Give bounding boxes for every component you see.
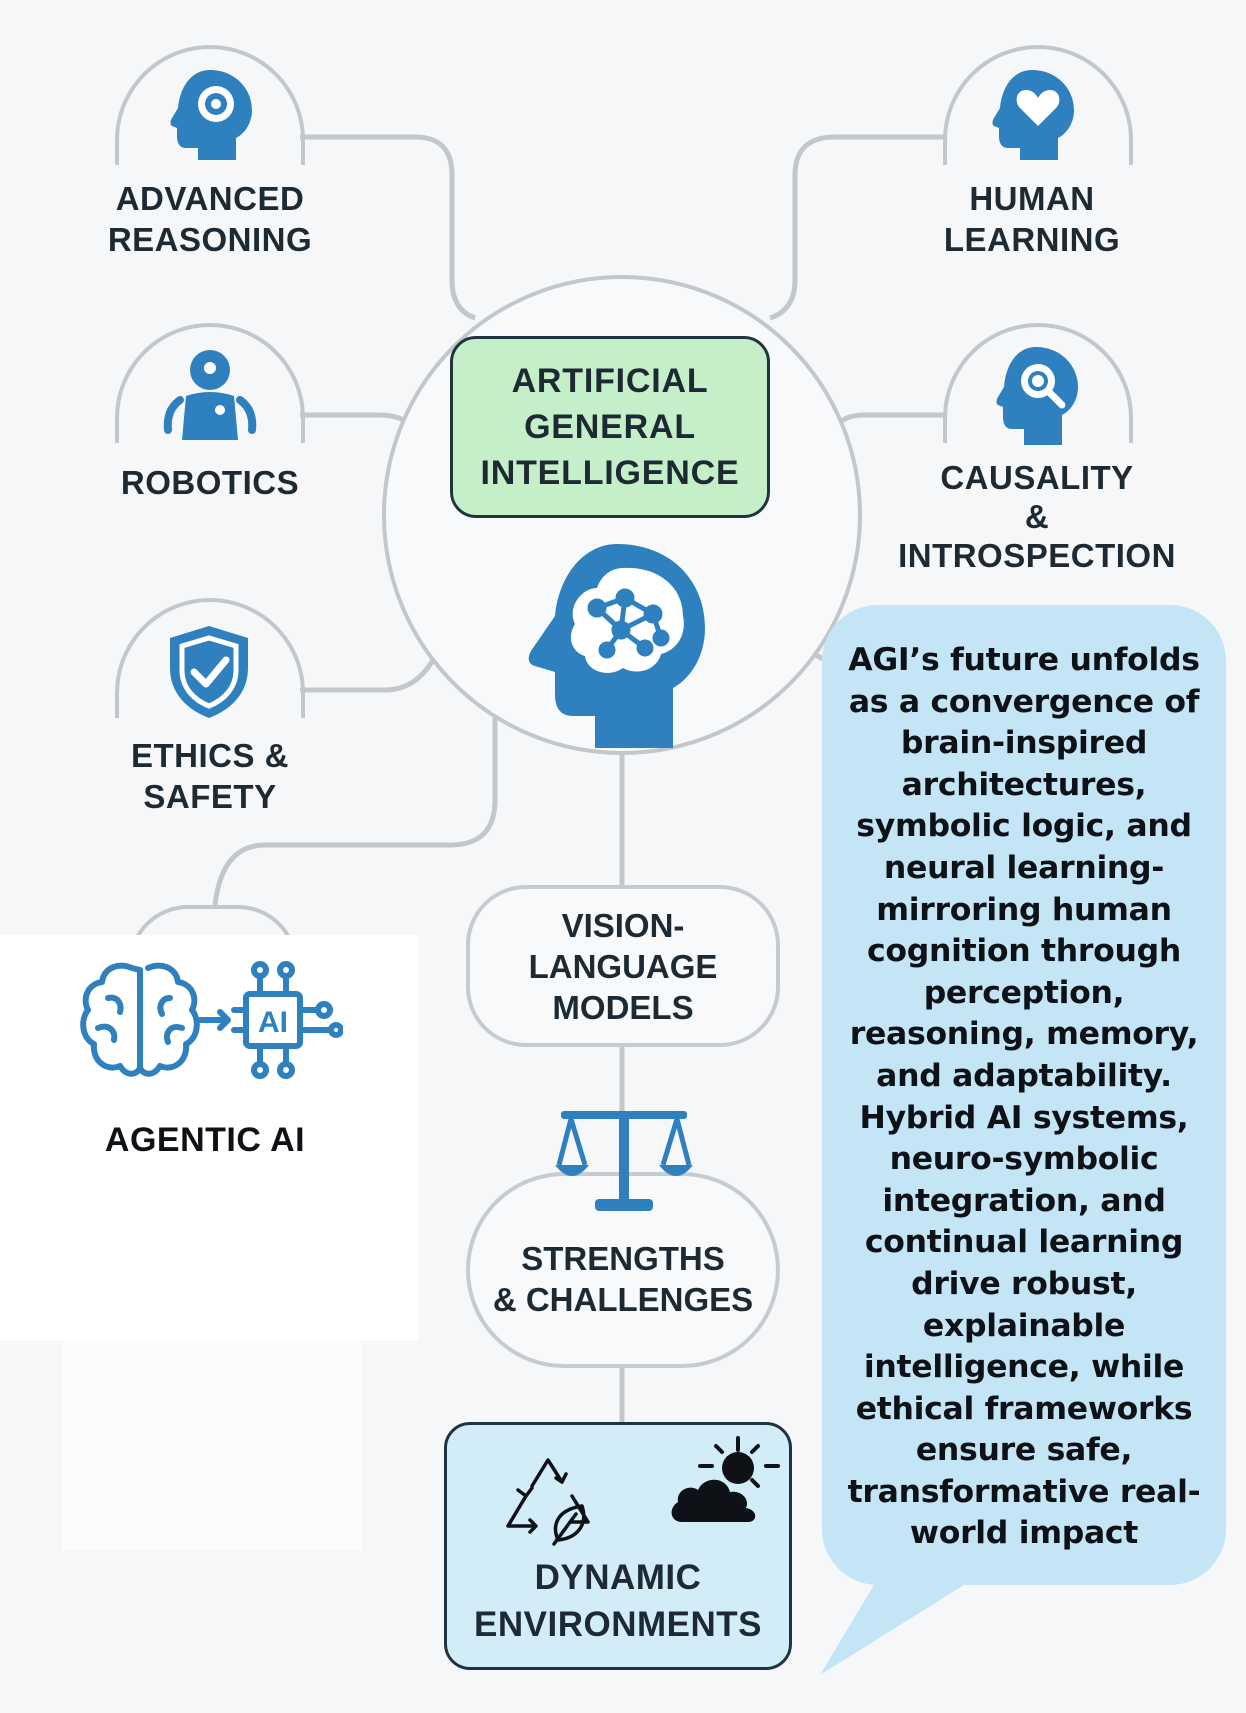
human-learning-label: HUMAN LEARNING: [943, 180, 1121, 258]
agentic-panel: [0, 935, 418, 1340]
callout-bubble: [822, 605, 1226, 1585]
causality-label: CAUSALITY & INTROSPECTION: [898, 459, 1176, 574]
strengths-label: STRENGTHS & CHALLENGES: [492, 1240, 754, 1318]
callout-text: AGI’s future unfolds as a convergence of…: [847, 642, 1201, 1552]
advanced-reasoning-label: ADVANCED REASONING: [107, 180, 313, 258]
sun-cloud-icon: [671, 1436, 780, 1522]
agi-title-box: ARTIFICIAL GENERAL INTELLIGENCE: [450, 336, 770, 518]
head-magnifier-icon: [996, 347, 1078, 445]
brain-to-ai-chip-icon: AI: [80, 961, 343, 1079]
head-gear-icon: [170, 70, 252, 160]
callout-tail: [820, 1575, 980, 1675]
robotics-label: ROBOTICS: [120, 464, 300, 501]
balance-scale-icon: [555, 1111, 693, 1211]
agentic-ai-label: AGENTIC AI: [104, 1121, 306, 1159]
ai-chip-text: AI: [258, 1006, 288, 1039]
dynamic-environments-label: DYNAMIC ENVIRONMENTS: [474, 1558, 762, 1644]
vision-language-box: VISION- LANGUAGE MODELS: [466, 885, 780, 1047]
recycle-leaf-icon: [506, 1458, 590, 1546]
robot-icon: [163, 350, 257, 440]
brain-network-head-icon: [528, 544, 705, 748]
head-heart-icon: [992, 70, 1074, 160]
agi-title: ARTIFICIAL GENERAL INTELLIGENCE: [480, 362, 740, 492]
vision-language-label: VISION- LANGUAGE MODELS: [528, 906, 718, 1026]
blank-panel: [62, 1340, 362, 1550]
ethics-label: ETHICS & SAFETY: [130, 737, 289, 815]
shield-check-icon: [170, 626, 248, 718]
